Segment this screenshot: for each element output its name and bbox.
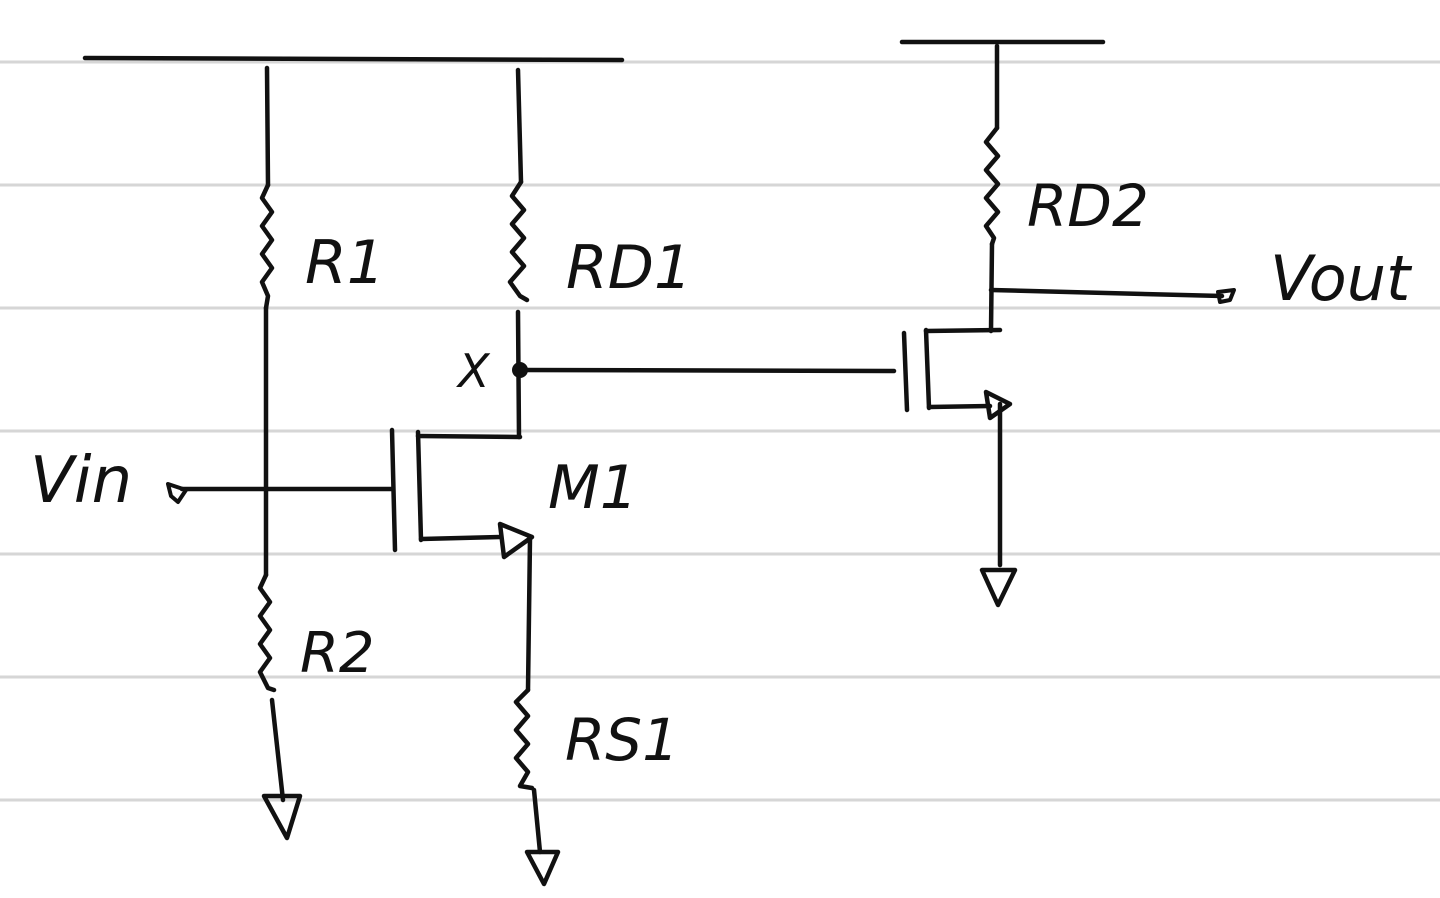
label-rd1: RD1 bbox=[566, 233, 692, 303]
label-rs1: RS1 bbox=[565, 706, 679, 774]
label-vout: Vout bbox=[1270, 242, 1413, 315]
ruled-lines bbox=[0, 60, 1440, 802]
label-r2: R2 bbox=[300, 621, 375, 686]
m1-drain-wire bbox=[415, 433, 523, 440]
label-m1: M1 bbox=[548, 453, 638, 523]
resistor-rd1 bbox=[507, 179, 530, 303]
ground-m2 bbox=[979, 567, 1018, 608]
label-vin: Vin bbox=[30, 444, 132, 518]
wire-rs1-ground bbox=[531, 787, 543, 855]
ground-r2 bbox=[261, 793, 303, 841]
label-rd2: RD2 bbox=[1027, 172, 1149, 240]
label-node-x: X bbox=[456, 344, 491, 398]
resistor-rs1 bbox=[513, 687, 535, 791]
vout-terminal bbox=[1216, 288, 1236, 304]
label-r1: R1 bbox=[305, 228, 385, 298]
m1-gate-plate bbox=[389, 427, 398, 553]
wire-r1-top bbox=[264, 65, 271, 188]
wire-m1-source-rs1 bbox=[525, 535, 533, 693]
m1-source-arrow bbox=[497, 521, 535, 560]
vin-terminal bbox=[166, 482, 188, 504]
vdd-rail-stage1 bbox=[82, 55, 625, 63]
wire-vout bbox=[988, 287, 1225, 299]
wire-rd2-drain bbox=[988, 241, 995, 334]
m1-source-wire bbox=[418, 534, 503, 542]
resistor-r1 bbox=[259, 182, 275, 311]
m1-channel bbox=[415, 429, 424, 543]
m2-channel bbox=[923, 327, 932, 411]
resistor-rd2 bbox=[983, 125, 1001, 247]
ground-rs1 bbox=[524, 849, 561, 887]
wire-x-m2-gate bbox=[517, 367, 897, 374]
wire-rd1-top bbox=[515, 67, 524, 185]
m2-drain-wire bbox=[923, 327, 1003, 334]
wire-r2-ground bbox=[269, 697, 286, 803]
resistor-r2 bbox=[257, 572, 277, 693]
m2-source-wire bbox=[926, 403, 993, 410]
m2-gate-plate bbox=[901, 330, 910, 413]
